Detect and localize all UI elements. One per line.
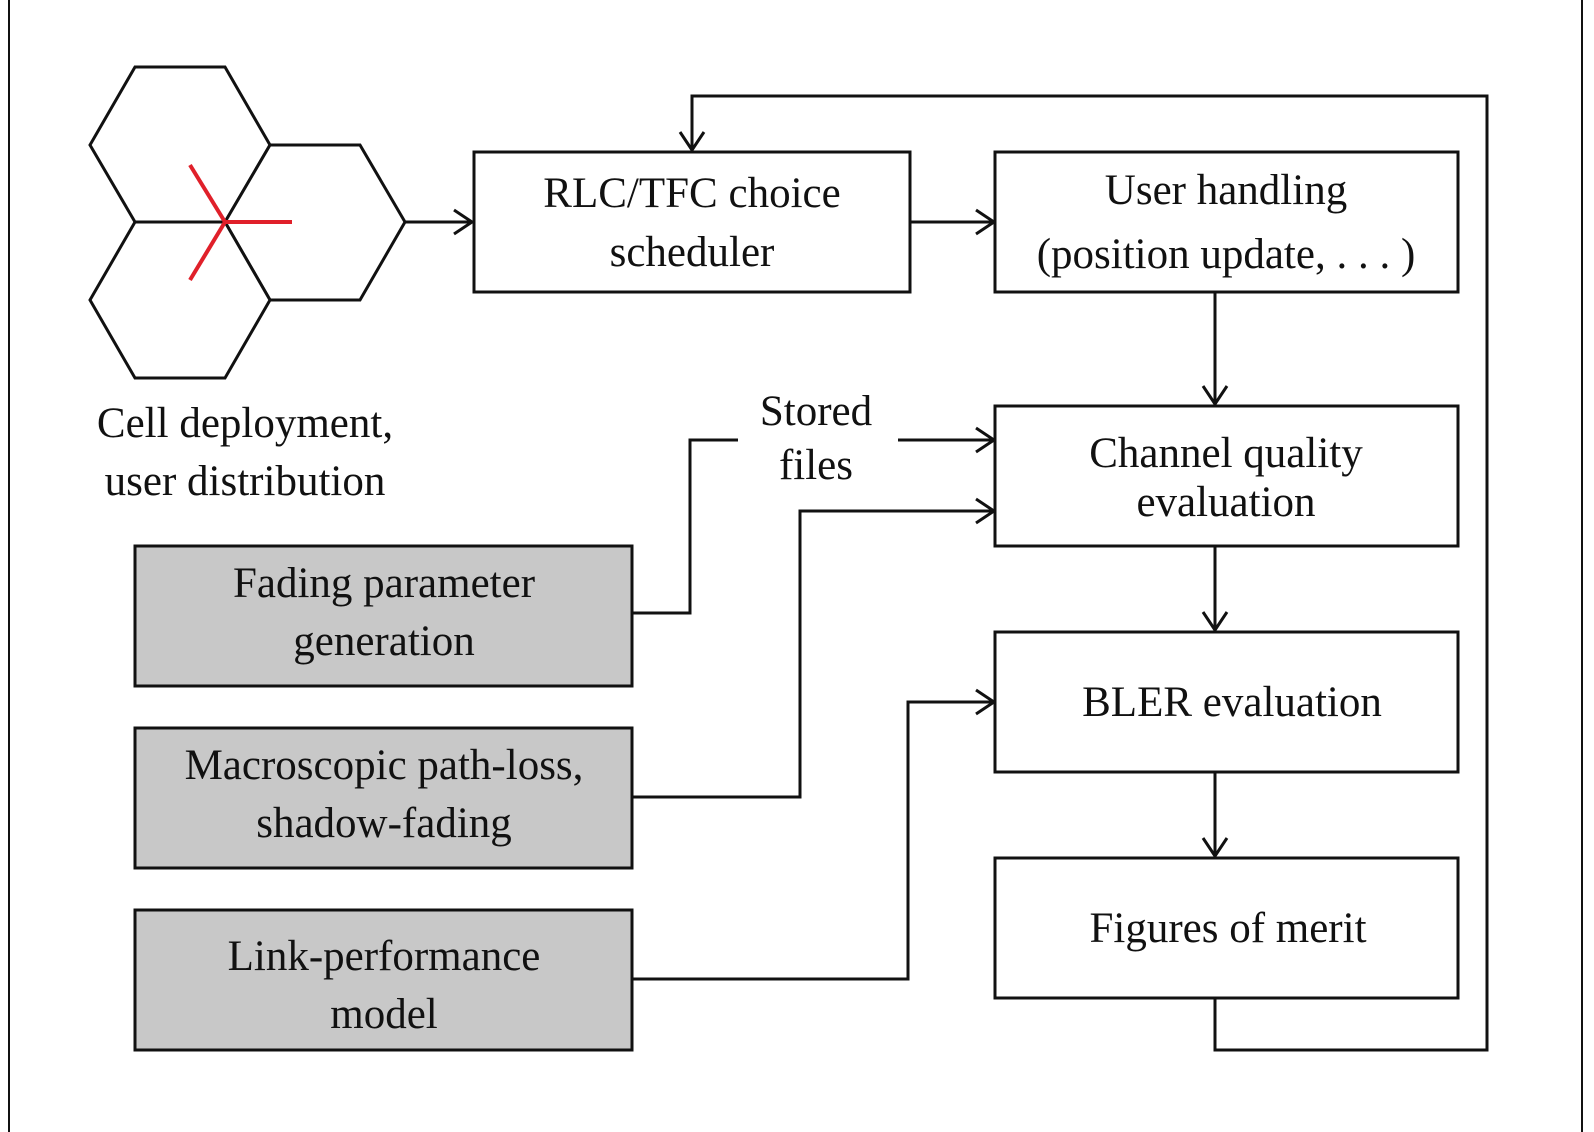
stored-files-label-line2: files bbox=[779, 442, 853, 489]
arrowhead bbox=[1201, 611, 1229, 633]
box-frame bbox=[993, 630, 1460, 774]
box-label-line1: Channel quality bbox=[1089, 430, 1363, 477]
fading-connector-line bbox=[632, 438, 738, 615]
figures-of-merit-box: Figures of merit bbox=[993, 856, 1460, 1000]
link-performance-box: Link-performance model bbox=[133, 908, 634, 1052]
stored-files-label-line1: Stored bbox=[760, 388, 872, 435]
box-label-line2: shadow-fading bbox=[256, 800, 512, 847]
box-frame bbox=[993, 404, 1460, 548]
arrowhead bbox=[678, 131, 706, 153]
box-frame bbox=[993, 150, 1460, 294]
box-label-line1: User handling bbox=[1105, 167, 1347, 214]
bler-evaluation-box: BLER evaluation bbox=[993, 630, 1460, 774]
box-label-line1: Link-performance bbox=[228, 933, 541, 980]
box-frame bbox=[133, 908, 634, 1052]
box-frame bbox=[133, 726, 634, 870]
box-label-line2: generation bbox=[293, 618, 474, 665]
box-label-line1: BLER evaluation bbox=[1082, 679, 1382, 726]
arrowhead bbox=[1201, 385, 1229, 407]
antenna-sectors-icon bbox=[188, 163, 292, 282]
antenna-sector-line bbox=[188, 163, 227, 224]
user-handling-box: User handling (position update, . . . ) bbox=[993, 150, 1460, 294]
box-label-line2: evaluation bbox=[1136, 479, 1315, 526]
box-label-line2: model bbox=[330, 991, 438, 1038]
feedback-loop-line bbox=[690, 94, 1489, 1052]
box-label-line1: Fading parameter bbox=[233, 560, 535, 607]
antenna-sector-line bbox=[188, 220, 227, 282]
cell-deployment-label-line2: user distribution bbox=[105, 458, 386, 505]
arrowhead bbox=[453, 208, 475, 236]
fading-parameter-box: Fading parameter generation bbox=[133, 544, 634, 688]
box-label-line1: RLC/TFC choice bbox=[543, 170, 840, 217]
channel-quality-box: Channel quality evaluation bbox=[993, 404, 1460, 548]
box-label-line1: Macroscopic path-loss, bbox=[185, 742, 584, 789]
box-label-line1: Figures of merit bbox=[1089, 905, 1366, 952]
link-performance-connector-line bbox=[632, 700, 992, 981]
box-frame bbox=[993, 856, 1460, 1000]
box-label-line2: (position update, . . . ) bbox=[1037, 231, 1416, 278]
scheduler-box: RLC/TFC choice scheduler bbox=[472, 150, 912, 294]
hexagon-bottom-left bbox=[88, 220, 272, 380]
cell-deployment-label-line1: Cell deployment, bbox=[97, 400, 393, 447]
hexagonal-cell-antenna-icon bbox=[88, 65, 407, 380]
box-label-line2: scheduler bbox=[610, 229, 775, 276]
box-frame bbox=[133, 544, 634, 688]
macroscopic-path-loss-box: Macroscopic path-loss, shadow-fading bbox=[133, 726, 634, 870]
macroscopic-connector-line bbox=[632, 509, 992, 799]
arrowhead bbox=[1201, 837, 1229, 859]
box-frame bbox=[472, 150, 912, 294]
